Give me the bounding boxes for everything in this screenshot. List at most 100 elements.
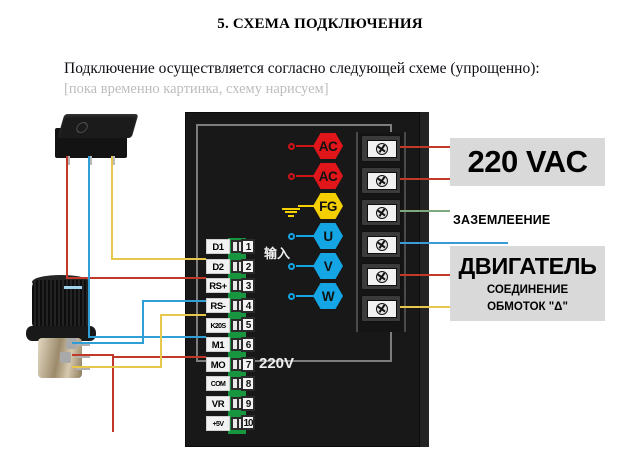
screw-terminal (361, 167, 401, 194)
screw-terminal (361, 263, 401, 290)
terminal-number: 5 (241, 317, 255, 333)
table-row: MO 7 (206, 356, 255, 374)
screw-head-icon (376, 175, 388, 187)
potentiometer-lug-nut (66, 338, 77, 349)
wire-pot-blue-v (142, 300, 144, 344)
terminal-dot-icon (288, 143, 295, 150)
badge-v: V (313, 253, 343, 279)
callout-motor-sub-2: ОБМОТОК "Δ" (487, 301, 568, 313)
rocker-pin (111, 156, 115, 165)
badge-leader-line (296, 145, 318, 147)
terminal-number: 3 (241, 278, 255, 294)
terminal-number: 4 (241, 297, 255, 313)
terminal-dot-icon (288, 173, 295, 180)
wiring-diagram-image: D1 1 D2 2 RS+ 3 RS- 4 K20S 5 M1 6 (0, 100, 640, 454)
terminal-number: 6 (241, 337, 255, 352)
wire-pot-blue-h (72, 342, 144, 344)
screw-terminal (361, 231, 401, 258)
potentiometer-skirt (26, 326, 96, 341)
input-annotation: 输入 (264, 247, 291, 262)
screw-terminal (361, 295, 401, 322)
ground-symbol-icon (282, 206, 300, 217)
wire-pot-red-v-down (112, 356, 114, 432)
wire-switch-red-to-m1 (66, 277, 206, 279)
screw-head-icon (376, 271, 388, 283)
terminal-number: 2 (241, 258, 255, 274)
table-row: COM 8 (206, 375, 255, 393)
callout-ground: ЗАЗЕМЛЕЕНИЕ (453, 213, 551, 227)
wire-pot-red-to-vr (112, 356, 206, 358)
terminal-dot-icon (288, 293, 295, 300)
terminal-name: +5V (206, 415, 230, 431)
rocker-switch-cap (57, 114, 139, 138)
terminal-number: 7 (241, 356, 255, 372)
terminal-name: RS- (206, 298, 230, 314)
table-row: +5V 10 (206, 414, 255, 432)
potentiometer-lug-nut (60, 352, 71, 363)
potentiometer-lug (76, 342, 90, 346)
callout-mains-voltage: 220 VAC (450, 138, 605, 186)
table-row: D1 1 (206, 238, 255, 256)
potentiometer-knob (32, 280, 90, 330)
rocker-pin (66, 156, 70, 165)
table-row: RS+ 3 (206, 277, 255, 295)
terminal-name: M1 (206, 337, 230, 353)
terminal-number: 10 (241, 415, 255, 431)
wire-switch-red-v (66, 156, 68, 278)
callout-motor-title: ДВИГАТЕЛЬ (458, 253, 597, 279)
screw-head-icon (376, 207, 388, 219)
wire-switch-blue-v (88, 156, 90, 338)
mains-annotation: 220V (259, 355, 295, 372)
wire-pot-yellow-h (72, 366, 162, 368)
terminal-name: COM (206, 376, 230, 392)
terminal-name: K20S (206, 317, 230, 333)
page-title: 5. СХЕМА ПОДКЛЮЧЕНИЯ (217, 16, 423, 32)
callout-motor-sub-1: СОЕДИНЕНИЕ (486, 284, 569, 296)
table-row: M1 6 (206, 336, 255, 354)
wire-pot-yellow-to-5v (160, 314, 206, 316)
badge-leader-line (296, 235, 318, 237)
potentiometer-indicator (64, 286, 82, 289)
terminal-name: RS+ (206, 278, 230, 294)
potentiometer-lug (76, 354, 90, 358)
terminal-label-column: D1 1 D2 2 RS+ 3 RS- 4 K20S 5 M1 6 (206, 238, 255, 434)
screw-terminal (361, 199, 401, 226)
wire-pot-yellow-v (160, 314, 162, 368)
potentiometer-lug (76, 366, 90, 370)
wire-switch-blue-to-com (88, 336, 206, 338)
badge-leader-line (298, 205, 316, 207)
rocker-switch (55, 112, 139, 165)
terminal-name: D1 (206, 239, 230, 255)
terminal-number: 1 (241, 239, 255, 254)
badge-leader-line (296, 265, 318, 267)
terminal-name: VR (206, 396, 230, 412)
screw-head-icon (376, 239, 388, 251)
table-row: K20S 5 (206, 316, 255, 334)
potentiometer (18, 275, 104, 384)
wire-ground (400, 210, 450, 212)
badge-leader-line (296, 175, 318, 177)
screw-head-icon (376, 303, 388, 315)
placeholder-note: [пока временно картинка, схему нарисуем] (64, 81, 329, 97)
rocker-pin (88, 156, 92, 165)
callout-motor: ДВИГАТЕЛЬ СОЕДИНЕНИЕ ОБМОТОК "Δ" (450, 246, 605, 321)
wire-switch-yellow-v (111, 156, 113, 260)
table-row: D2 2 (206, 258, 255, 276)
badge-w: W (313, 283, 343, 309)
wire-switch-yellow-to-k20s (111, 258, 206, 260)
terminal-dot-icon (288, 263, 295, 270)
screw-terminal (361, 135, 401, 162)
table-row: RS- 4 (206, 297, 255, 315)
terminal-name: MO (206, 356, 230, 372)
wire-pot-red-h (72, 354, 114, 356)
screw-head-icon (376, 143, 388, 155)
screw-terminal-block (356, 132, 406, 332)
intro-paragraph: Подключение осуществляется согласно след… (64, 60, 540, 77)
terminal-dot-icon (288, 233, 295, 240)
wire-pot-blue-to-com (142, 300, 206, 302)
terminal-number: 8 (241, 376, 255, 392)
wire-u (400, 242, 508, 244)
table-row: VR 9 (206, 395, 255, 413)
terminal-name: D2 (206, 258, 230, 274)
badge-leader-line (296, 295, 318, 297)
